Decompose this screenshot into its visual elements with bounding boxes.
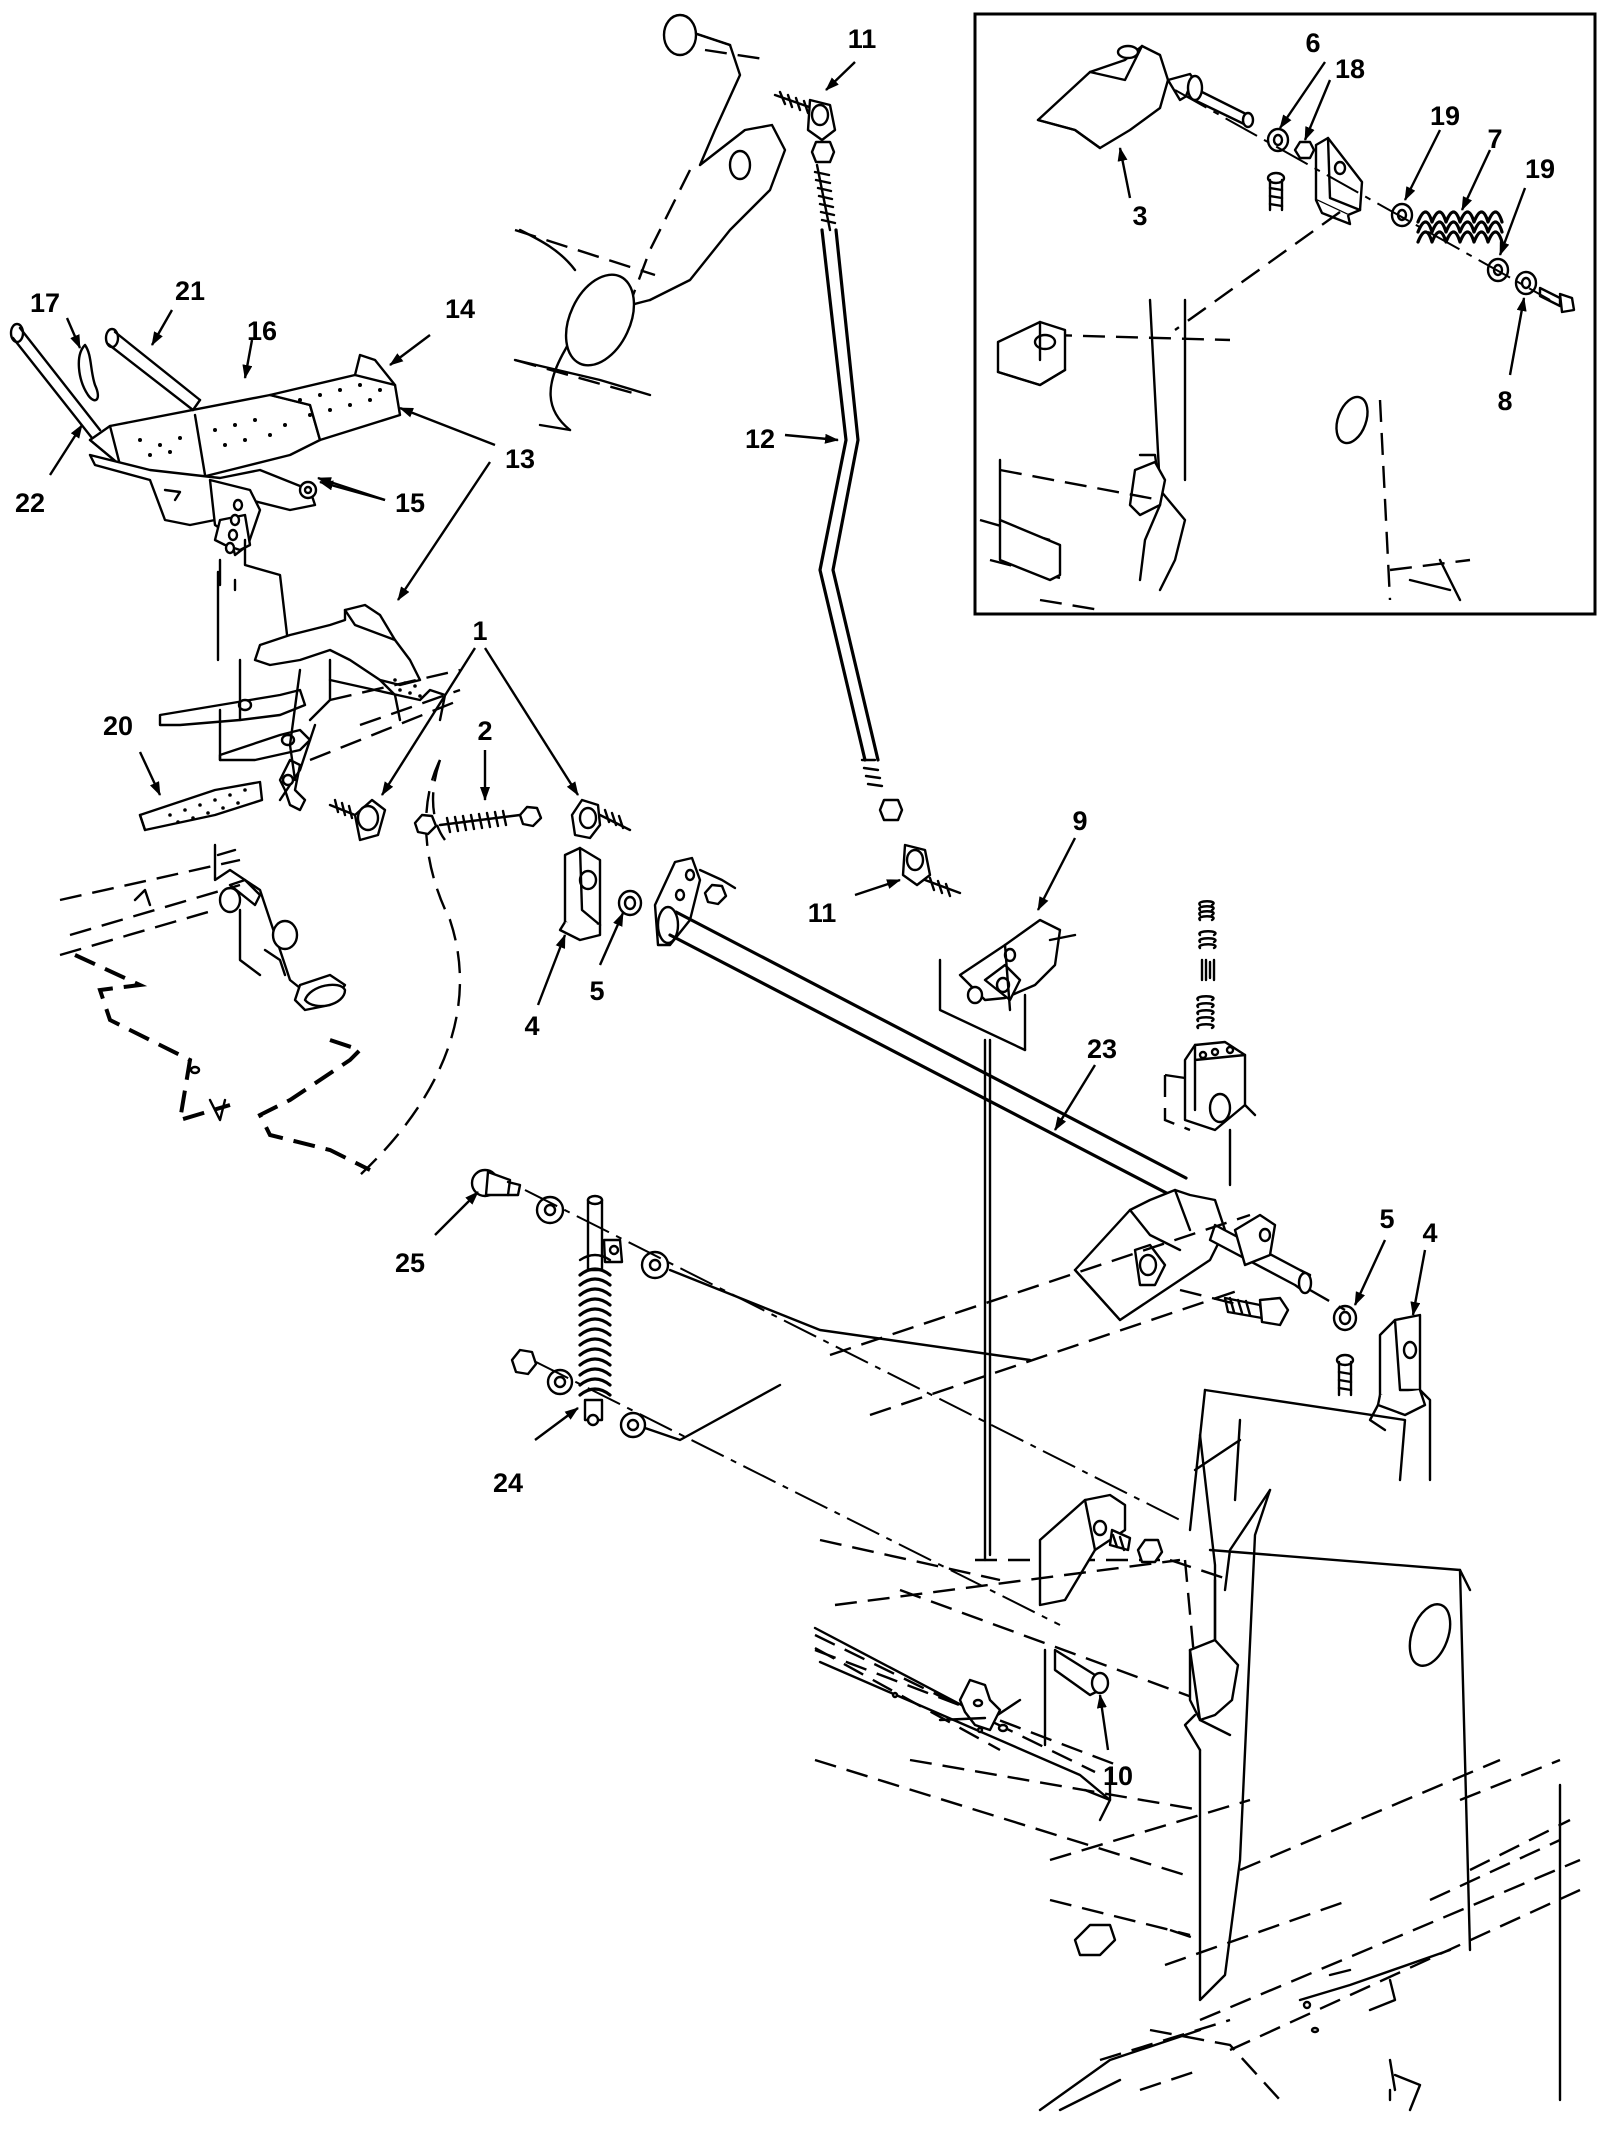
callout-4-left: 4 <box>524 1011 539 1041</box>
upper-pedal-arm <box>513 13 787 432</box>
washer-left-25 <box>535 1195 565 1225</box>
centerline-25 <box>524 1189 1181 1521</box>
hidden-rod <box>983 1038 992 1562</box>
callout-10: 10 <box>1103 1761 1133 1791</box>
clevis-linkage <box>328 798 1188 1202</box>
clutch-pedal-arm <box>213 843 347 1012</box>
callout-7: 7 <box>1487 124 1502 154</box>
control-rod-part-12 <box>773 90 962 898</box>
callout-24: 24 <box>493 1468 523 1498</box>
callout-9: 9 <box>1072 806 1087 836</box>
spring-part-7 <box>1416 210 1504 244</box>
pedal-bracket <box>88 453 318 557</box>
callout-22: 22 <box>15 488 45 518</box>
pedal-mount-frame <box>158 603 461 812</box>
callout-labels: 11 11 12 17 21 16 14 13 22 15 1 2 20 4 5… <box>15 24 1555 1791</box>
callout-20: 20 <box>103 711 133 741</box>
callout-19-right: 19 <box>1525 154 1555 184</box>
callout-11-bottom: 11 <box>808 898 837 928</box>
pin-part-21 <box>104 327 202 412</box>
callout-8: 8 <box>1497 386 1512 416</box>
bolt-part-25 <box>470 1168 522 1198</box>
callout-21: 21 <box>175 276 205 306</box>
callout-2: 2 <box>477 716 492 746</box>
washer-part-19a <box>1390 202 1414 228</box>
callout-23: 23 <box>1087 1034 1117 1064</box>
callout-14: 14 <box>445 294 475 324</box>
bolt-inset <box>1266 171 1286 212</box>
bracket-inset <box>1314 136 1364 226</box>
callout-6: 6 <box>1305 28 1320 58</box>
callout-15: 15 <box>395 488 425 518</box>
washer-part-6 <box>1266 127 1290 153</box>
callout-11-top: 11 <box>848 24 877 54</box>
cab-floor-left <box>59 759 462 1176</box>
callout-13: 13 <box>505 444 535 474</box>
washers-spring-24 <box>510 1250 670 1439</box>
inset-detail <box>973 12 1597 616</box>
callout-25: 25 <box>395 1248 425 1278</box>
callout-16: 16 <box>247 316 277 346</box>
leader-arrows <box>48 61 1527 1751</box>
step-plate-part-20 <box>138 780 264 832</box>
cab-frame-right <box>813 1213 1581 2112</box>
callout-5-right: 5 <box>1379 1204 1394 1234</box>
callout-12: 12 <box>745 424 775 454</box>
spring-stack <box>1163 900 1257 1187</box>
callout-19-left: 19 <box>1430 101 1460 131</box>
bracket-part-9 <box>938 918 1077 1052</box>
lever-arm-part-3 <box>1036 44 1255 150</box>
callout-17: 17 <box>30 288 60 318</box>
spring-part-24 <box>578 1194 624 1427</box>
callout-5-left: 5 <box>589 976 604 1006</box>
callout-1: 1 <box>472 616 487 646</box>
nut-part-18 <box>1293 140 1316 160</box>
pin-part-22 <box>9 322 102 440</box>
callout-4-right: 4 <box>1422 1218 1437 1248</box>
callout-18: 18 <box>1335 54 1365 84</box>
cotter-pin-part-17 <box>77 343 100 402</box>
right-lever-arm <box>1073 1188 1432 1482</box>
callout-3: 3 <box>1132 201 1147 231</box>
